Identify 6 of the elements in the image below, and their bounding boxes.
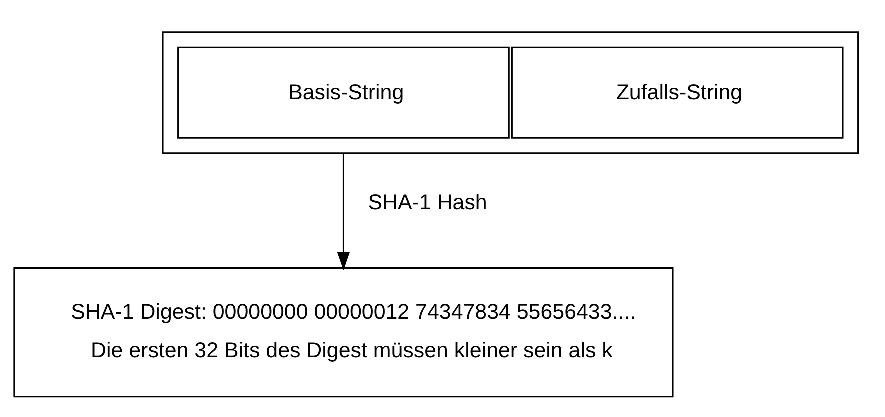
cluster: [162, 32, 860, 154]
edge-label: SHA-1 Hash: [368, 190, 488, 215]
node-box: SHA-1 Digest: 00000000 00000012 74347834 55656433.... Die ersten 32 Bits des Digest müssen kleiner sein als k: [14, 267, 674, 398]
arrow: [337, 153, 350, 270]
node-box: Basis-String: [178, 46, 510, 139]
node-box: Zufalls-String: [511, 46, 844, 139]
